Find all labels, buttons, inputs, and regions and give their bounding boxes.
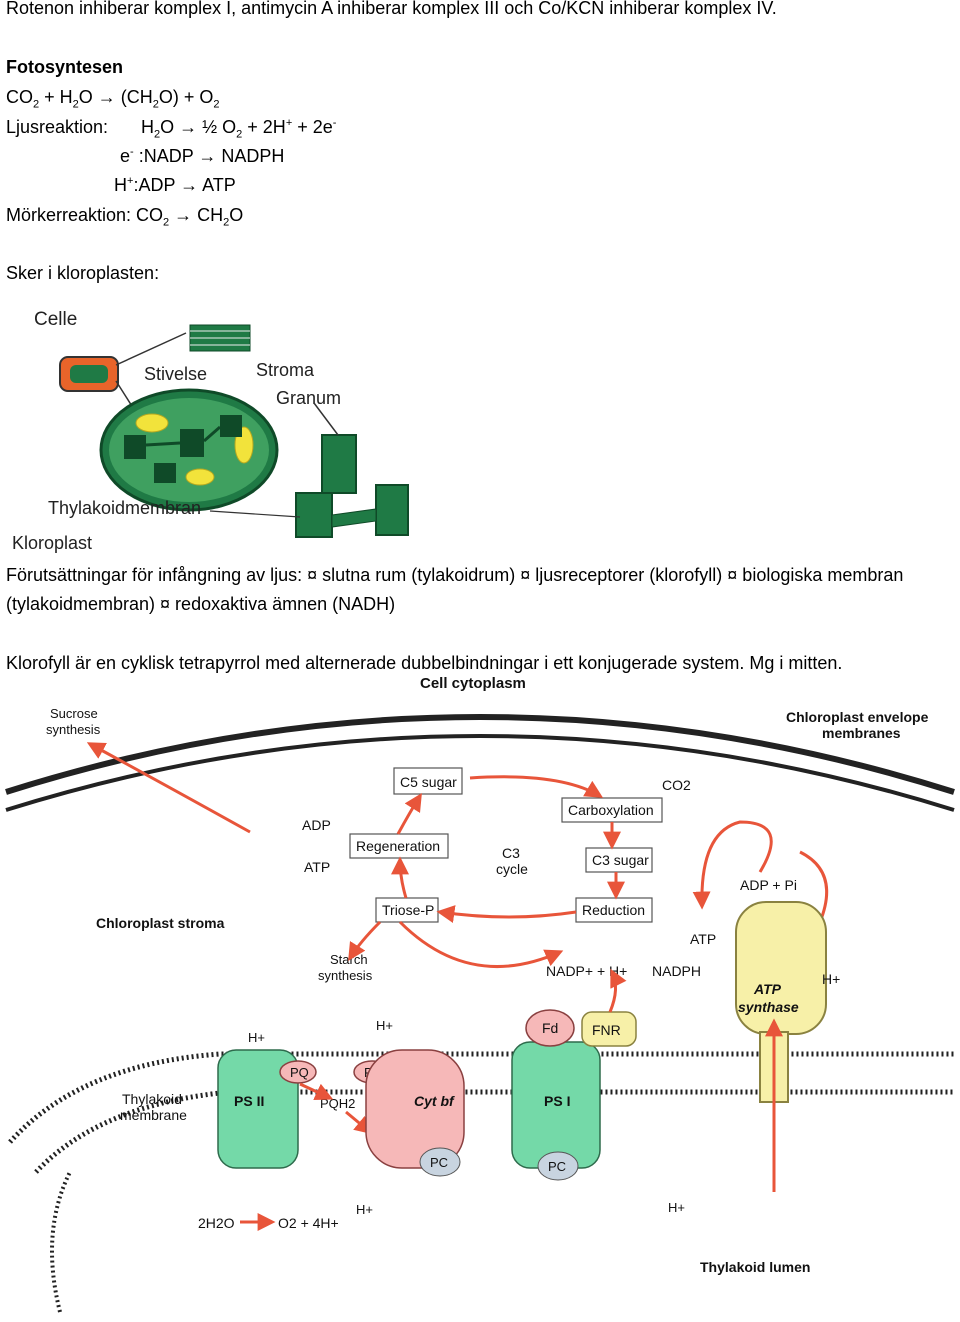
atp-equation: H+:ADP → ATP: [114, 175, 236, 195]
dark-reaction: Mörkerreaktion: CO2 → CH2O: [6, 205, 244, 229]
fnr-enzyme: [581, 1011, 637, 1047]
light-reaction-equation: H2O → ½ O2 + 2H+ + 2e-: [141, 117, 337, 141]
calvin-cycle-diagram: Cell cytoplasm Sucrose synthesis Chlorop…: [5, 675, 955, 1313]
envelope-label: Chloroplast envelope: [786, 709, 929, 725]
label-chloroplast: Kloroplast: [12, 533, 92, 553]
granum-stack: [124, 435, 146, 459]
prerequisites-line-2: (tylakoidmembran) ¤ redoxaktiva ämnen (N…: [6, 594, 396, 614]
prerequisites-line-1: Förutsättningar för infångning av ljus: …: [6, 565, 904, 585]
c3-sugar-box: [585, 847, 653, 873]
stroma-label: Chloroplast stroma: [96, 915, 225, 931]
ps2-complex: [217, 1049, 299, 1169]
granum-stack: [220, 415, 242, 437]
nadp-equation: e- :NADP → NADPH: [120, 146, 285, 166]
h-plus-label: H+: [822, 971, 840, 987]
cyt-bf-label: Cyt bf: [414, 1093, 455, 1109]
chlorophyll-text: Klorofyll är en cyklisk tetrapyrrol med …: [6, 653, 843, 673]
reduction-label: Reduction: [582, 902, 645, 918]
granum-stack: [154, 463, 176, 483]
sucrose-label-2: synthesis: [46, 722, 101, 737]
c5-sugar-box: [393, 767, 463, 795]
cytoplasm-label: Cell cytoplasm: [420, 675, 526, 692]
carboxylation-box: [561, 797, 663, 823]
c3-cycle-label-2: cycle: [496, 861, 528, 877]
label-cell: Celle: [34, 309, 77, 330]
chloroplast-diagram: Celle Stivelse Stroma Granum Thylakoidme…: [4, 285, 450, 557]
c3-cycle-label: C3: [502, 845, 520, 861]
atp-mid-label: ATP: [690, 931, 716, 947]
svg-text:PC: PC: [430, 1155, 448, 1170]
nadp-label: NADP+ + H+: [546, 963, 627, 979]
sucrose-label: Sucrose: [50, 706, 98, 721]
starch-grain: [185, 468, 215, 486]
envelope-outer: [5, 714, 955, 795]
co2-label: CO2: [662, 777, 691, 793]
starch-label: Starch: [330, 952, 368, 967]
intro-text: Rotenon inhiberar komplex I, antimycin A…: [6, 0, 777, 18]
atp-synthase-label-2: synthase: [738, 999, 799, 1015]
cyt-bf-complex: [365, 1049, 465, 1169]
pc-molecule: [537, 1151, 579, 1181]
granum-large: [321, 434, 357, 494]
label-thylakoid-membrane: Thylakoidmembran: [48, 498, 201, 518]
granum-large: [295, 492, 333, 538]
starch-label-2: synthesis: [318, 968, 373, 983]
h-plus-lumen: H+: [356, 1202, 373, 1217]
fnr-label: FNR: [592, 1022, 621, 1038]
c3-sugar-label: C3 sugar: [592, 852, 649, 868]
occurs-label: Sker i kloroplasten:: [6, 263, 160, 283]
thylakoid-membrane-bottom: [34, 1089, 954, 1174]
thylakoid-membrane-label: Thylakoid: [122, 1091, 182, 1107]
ps2-label: PS II: [234, 1093, 264, 1109]
light-reaction-label: Ljusreaktion:: [6, 117, 109, 137]
pq-molecule: [279, 1060, 317, 1084]
atp-synthase-label: ATP: [753, 981, 782, 997]
h-plus-pq: H+: [376, 1018, 393, 1033]
label-granum: Granum: [276, 388, 341, 408]
regeneration-label: Regeneration: [356, 838, 440, 854]
fd-molecule: [525, 1009, 575, 1047]
label-starch: Stivelse: [144, 364, 207, 384]
fd-label: Fd: [542, 1020, 558, 1036]
envelope-inner: [5, 734, 955, 812]
atp-left-label: ATP: [304, 859, 330, 875]
water-label: 2H2O: [198, 1215, 235, 1231]
triose-label: Triose-P: [382, 902, 434, 918]
adp-label: ADP: [302, 817, 331, 833]
h-plus-ps2: H+: [248, 1030, 265, 1045]
granum-large: [375, 484, 409, 536]
granum-stack: [180, 429, 204, 457]
carboxylation-label: Carboxylation: [568, 802, 654, 818]
envelope-label-2: membranes: [822, 725, 901, 741]
c5-sugar-label: C5 sugar: [400, 774, 457, 790]
reduction-box: [575, 897, 653, 923]
pc-molecule: [419, 1147, 461, 1177]
o2-label: O2 + 4H+: [278, 1215, 339, 1231]
svg-text:PC: PC: [548, 1159, 566, 1174]
cell-chloroplast-icon: [70, 365, 108, 383]
overall-equation: CO2 + H2O → (CH2O) + O2: [6, 87, 220, 111]
nadph-label: NADPH: [652, 963, 701, 979]
adp-pi-label: ADP + Pi: [740, 877, 797, 893]
starch-grain: [135, 413, 169, 433]
svg-text:PQ: PQ: [290, 1065, 309, 1080]
pqh2-label: PQH2: [320, 1096, 355, 1111]
ps1-label: PS I: [544, 1093, 570, 1109]
label-stroma: Stroma: [256, 360, 315, 380]
photosynthesis-heading: Fotosyntesen: [6, 57, 124, 77]
lumen-label: Thylakoid lumen: [700, 1259, 810, 1275]
h-plus-lumen-2: H+: [668, 1200, 685, 1215]
thylakoid-membrane-label-2: membrane: [120, 1107, 187, 1123]
